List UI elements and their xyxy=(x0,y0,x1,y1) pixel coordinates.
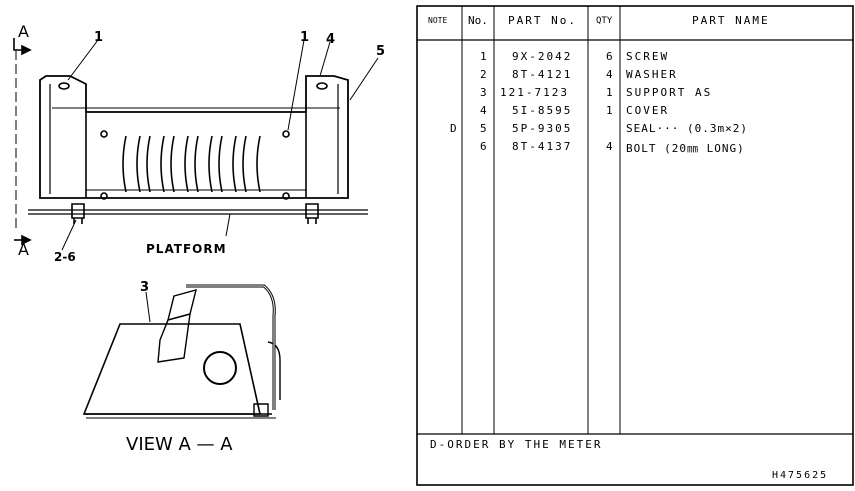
header-note: NOTE xyxy=(428,16,448,25)
row-qty: 6 xyxy=(606,50,615,63)
row-no: 3 xyxy=(480,86,489,99)
callout-4: 4 xyxy=(326,32,336,47)
row-no: 1 xyxy=(480,50,489,63)
footnote: D-ORDER BY THE METER xyxy=(430,438,603,451)
row-no: 5 xyxy=(480,122,489,135)
row-note: D xyxy=(450,122,459,135)
parts-list-table: NOTE No. PART No. QTY PART NAME 1 9X-204… xyxy=(416,0,855,487)
callout-2-6: 2-6 xyxy=(54,250,76,264)
view-letter-bottom: A xyxy=(18,240,29,259)
exploded-view-svg xyxy=(13,38,379,419)
callout-3: 3 xyxy=(140,280,150,295)
row-part-no: 9X-2042 xyxy=(512,50,573,63)
row-qty: 4 xyxy=(606,68,615,81)
row-no: 6 xyxy=(480,140,489,153)
callout-1-left: 1 xyxy=(94,30,104,45)
row-name: WASHER xyxy=(626,68,678,81)
header-part-name: PART NAME xyxy=(692,14,770,27)
row-name: SUPPORT AS xyxy=(626,86,713,99)
platform-label: PLATFORM xyxy=(146,242,227,256)
parts-illustration: 1 1 4 5 2-6 3 A A PLATFORM VIEW A — A xyxy=(0,0,416,487)
row-qty: 1 xyxy=(606,104,615,117)
row-part-no: 5I-8595 xyxy=(512,104,573,117)
view-a-a-label: VIEW A — A xyxy=(126,434,233,455)
header-qty: QTY xyxy=(596,16,613,26)
row-part-no: 8T-4137 xyxy=(512,140,573,153)
row-name: SEAL··· (0.3m×2) xyxy=(626,122,748,135)
view-letter-top: A xyxy=(18,22,29,41)
row-name: SCREW xyxy=(626,50,670,63)
row-part-no: 5P-9305 xyxy=(512,122,573,135)
row-qty: 4 xyxy=(606,140,615,153)
callout-5: 5 xyxy=(376,44,386,59)
row-qty: 1 xyxy=(606,86,615,99)
header-part-no: PART No. xyxy=(508,14,577,27)
row-no: 4 xyxy=(480,104,489,117)
callout-1-right: 1 xyxy=(300,30,310,45)
row-no: 2 xyxy=(480,68,489,81)
row-name: BOLT (20㎜ LONG) xyxy=(626,142,745,155)
drawing-number: H475625 xyxy=(772,470,829,481)
header-no: No. xyxy=(468,14,488,27)
row-part-no: 8T-4121 xyxy=(512,68,573,81)
row-part-no: 121-7123 xyxy=(500,86,569,99)
table-grid xyxy=(416,5,854,486)
row-name: COVER xyxy=(626,104,670,117)
